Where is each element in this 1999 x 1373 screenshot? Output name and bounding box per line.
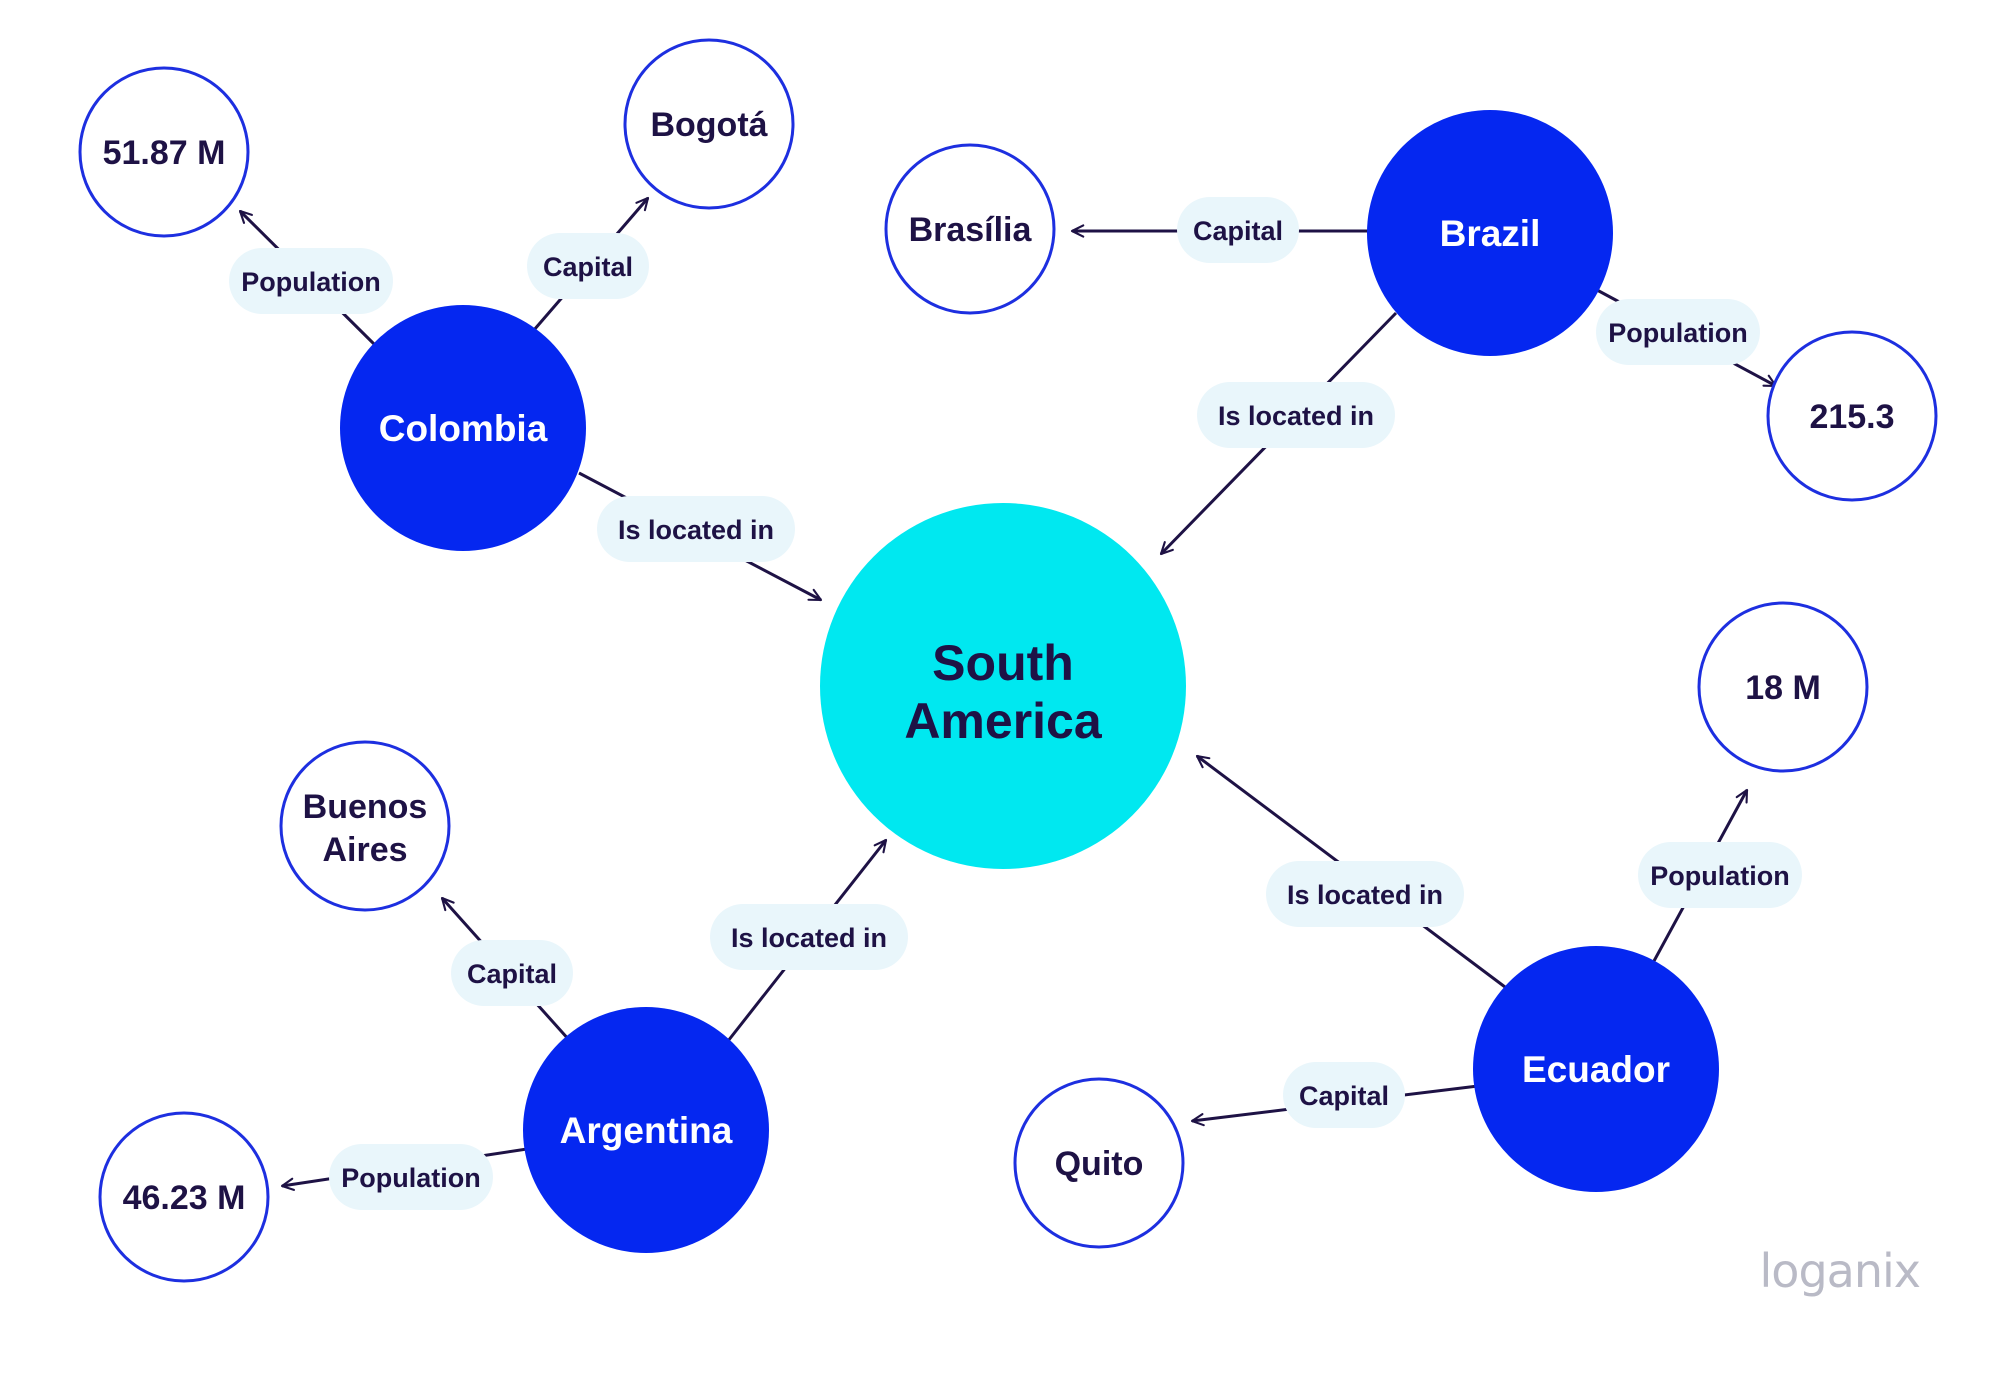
country-circle bbox=[1473, 946, 1719, 1192]
node-label: 51.87 M bbox=[103, 134, 226, 172]
label-text: Is located in bbox=[618, 515, 774, 545]
label-brazil-capital: Capital bbox=[1177, 197, 1299, 263]
label-pill bbox=[1638, 842, 1802, 908]
label-ecuador-capital: Capital bbox=[1283, 1062, 1405, 1128]
value-circle bbox=[279, 740, 451, 912]
node-ecuador: Ecuador bbox=[1473, 946, 1719, 1192]
node-label: Ecuador bbox=[1522, 1049, 1670, 1090]
label-brazil-located-in: Is located in bbox=[1197, 382, 1395, 448]
node-label-line1: South bbox=[932, 635, 1074, 691]
node-colombia-capital: Bogotá bbox=[623, 38, 795, 210]
label-text: Is located in bbox=[1218, 401, 1374, 431]
label-pill bbox=[597, 496, 795, 562]
label-text: Population bbox=[1608, 318, 1747, 348]
label-colombia-population: Population bbox=[229, 248, 393, 314]
node-label: Brazil bbox=[1440, 213, 1541, 254]
node-argentina-population: 46.23 M bbox=[98, 1111, 270, 1283]
node-label-line2: Aires bbox=[322, 831, 407, 869]
label-text: Capital bbox=[543, 252, 633, 282]
label-pill bbox=[1283, 1062, 1405, 1128]
country-circle bbox=[1367, 110, 1613, 356]
label-text: Population bbox=[1650, 861, 1789, 891]
label-argentina-located-in: Is located in bbox=[710, 904, 908, 970]
label-pill bbox=[1596, 299, 1760, 365]
label-ecuador-population: Population bbox=[1638, 842, 1802, 908]
label-brazil-population: Population bbox=[1596, 299, 1760, 365]
node-label: Brasília bbox=[909, 211, 1033, 249]
node-ecuador-population: 18 M bbox=[1697, 601, 1869, 773]
label-pill bbox=[1177, 197, 1299, 263]
node-label-line1: Buenos bbox=[303, 788, 428, 826]
node-label: Bogotá bbox=[650, 106, 767, 144]
node-label: Argentina bbox=[560, 1110, 733, 1151]
country-circle bbox=[340, 305, 586, 551]
loganix-logo: loganix bbox=[1760, 1244, 1920, 1298]
node-colombia: Colombia bbox=[340, 305, 586, 551]
value-circle bbox=[98, 1111, 270, 1283]
node-argentina: Argentina bbox=[523, 1007, 769, 1253]
value-circle bbox=[884, 143, 1056, 315]
node-ecuador-capital: Quito bbox=[1013, 1077, 1185, 1249]
label-pill bbox=[329, 1144, 493, 1210]
edge-labels: Population Capital Is located in Capital… bbox=[229, 197, 1802, 1210]
node-label-line2: America bbox=[904, 693, 1103, 749]
country-circle bbox=[523, 1007, 769, 1253]
node-label: 18 M bbox=[1745, 669, 1821, 707]
node-label: 46.23 M bbox=[123, 1179, 246, 1217]
label-colombia-located-in: Is located in bbox=[597, 496, 795, 562]
value-circle bbox=[78, 66, 250, 238]
label-text: Population bbox=[241, 267, 380, 297]
node-brazil: Brazil bbox=[1367, 110, 1613, 356]
label-text: Is located in bbox=[731, 923, 887, 953]
node-label: 215.3 bbox=[1809, 398, 1894, 436]
label-colombia-capital: Capital bbox=[527, 233, 649, 299]
node-brazil-population: 215.3 bbox=[1766, 330, 1938, 502]
label-pill bbox=[229, 248, 393, 314]
center-circle bbox=[820, 503, 1186, 869]
label-pill bbox=[527, 233, 649, 299]
node-label: Colombia bbox=[379, 408, 548, 449]
node-label: Quito bbox=[1055, 1145, 1144, 1183]
label-ecuador-located-in: Is located in bbox=[1266, 861, 1464, 927]
node-argentina-capital: Buenos Aires bbox=[279, 740, 451, 912]
label-pill bbox=[451, 940, 573, 1006]
label-pill bbox=[710, 904, 908, 970]
value-circle bbox=[623, 38, 795, 210]
node-brazil-capital: Brasília bbox=[884, 143, 1056, 315]
value-circle bbox=[1697, 601, 1869, 773]
label-text: Population bbox=[341, 1163, 480, 1193]
label-pill bbox=[1266, 861, 1464, 927]
label-argentina-population: Population bbox=[329, 1144, 493, 1210]
label-text: Is located in bbox=[1287, 880, 1443, 910]
label-text: Capital bbox=[1299, 1081, 1389, 1111]
node-colombia-population: 51.87 M bbox=[78, 66, 250, 238]
value-circle bbox=[1766, 330, 1938, 502]
label-argentina-capital: Capital bbox=[451, 940, 573, 1006]
node-south-america: South America bbox=[820, 503, 1186, 869]
value-circle bbox=[1013, 1077, 1185, 1249]
label-pill bbox=[1197, 382, 1395, 448]
label-text: Capital bbox=[467, 959, 557, 989]
label-text: Capital bbox=[1193, 216, 1283, 246]
